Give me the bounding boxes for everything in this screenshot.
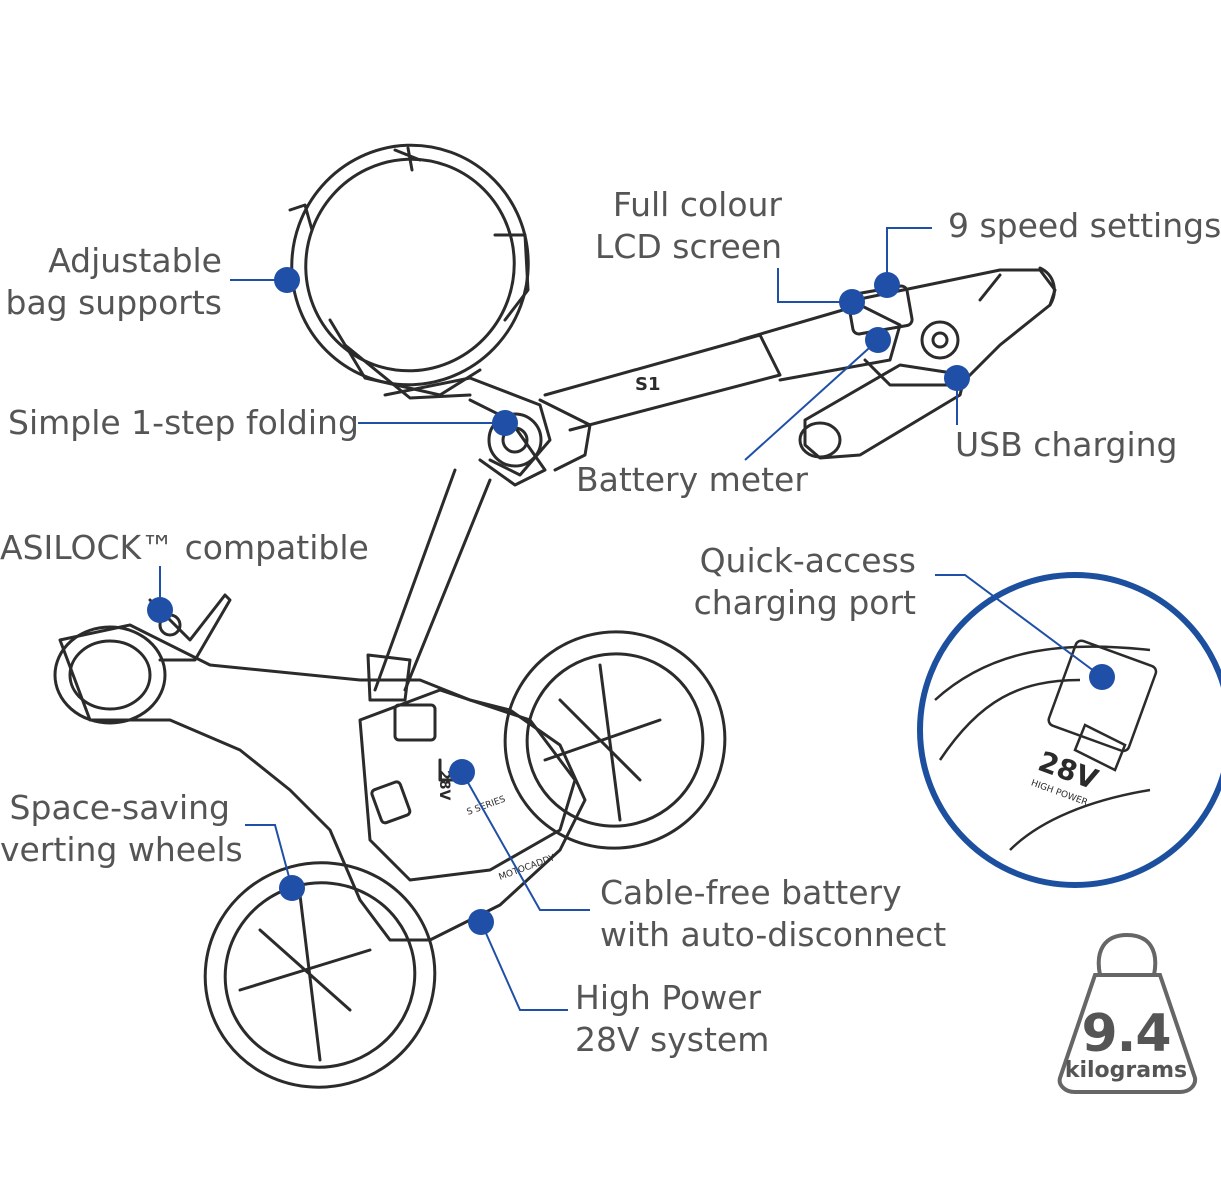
charging-port-inset: 28V HIGH POWER bbox=[917, 572, 1221, 888]
frame-column bbox=[366, 468, 492, 702]
label-lcd: Full colour LCD screen bbox=[594, 185, 782, 266]
label-high-power: High Power 28V system bbox=[575, 978, 770, 1059]
handle-shaft: S1 bbox=[543, 303, 902, 432]
leader-lines bbox=[159, 227, 1103, 1011]
label-folding: Simple 1-step folding bbox=[8, 403, 359, 442]
label-cable-free: Cable-free battery with auto-disconnect bbox=[600, 873, 947, 954]
handle-logo: S1 bbox=[635, 374, 661, 395]
weight-icon bbox=[1057, 932, 1198, 1094]
chassis: 28V S SERIES MOTOCADDY bbox=[58, 623, 587, 942]
label-charging-port: Quick-access charging port bbox=[693, 541, 916, 622]
weight-badge: 9.4 kilograms bbox=[1055, 930, 1200, 1095]
label-easilock: ASILOCK™ compatible bbox=[0, 528, 369, 567]
chassis-voltage: 28V bbox=[436, 770, 452, 800]
rear-wheel-left bbox=[203, 861, 437, 1089]
weight-unit: kilograms bbox=[1064, 1058, 1188, 1083]
front-wheel bbox=[53, 593, 232, 725]
callout-dots bbox=[147, 267, 1115, 935]
bag-support-ring bbox=[288, 143, 530, 400]
label-usb: USB charging bbox=[955, 425, 1178, 464]
label-speed: 9 speed settings bbox=[948, 206, 1221, 245]
label-battery-meter: Battery meter bbox=[576, 460, 808, 499]
upper-frame bbox=[383, 376, 592, 487]
label-bag-supports: Adjustable bag supports bbox=[5, 241, 223, 322]
weight-value: 9.4 bbox=[1081, 1004, 1171, 1064]
rear-wheel-right bbox=[503, 630, 727, 850]
label-wheels: Space-saving verting wheels bbox=[0, 788, 243, 869]
